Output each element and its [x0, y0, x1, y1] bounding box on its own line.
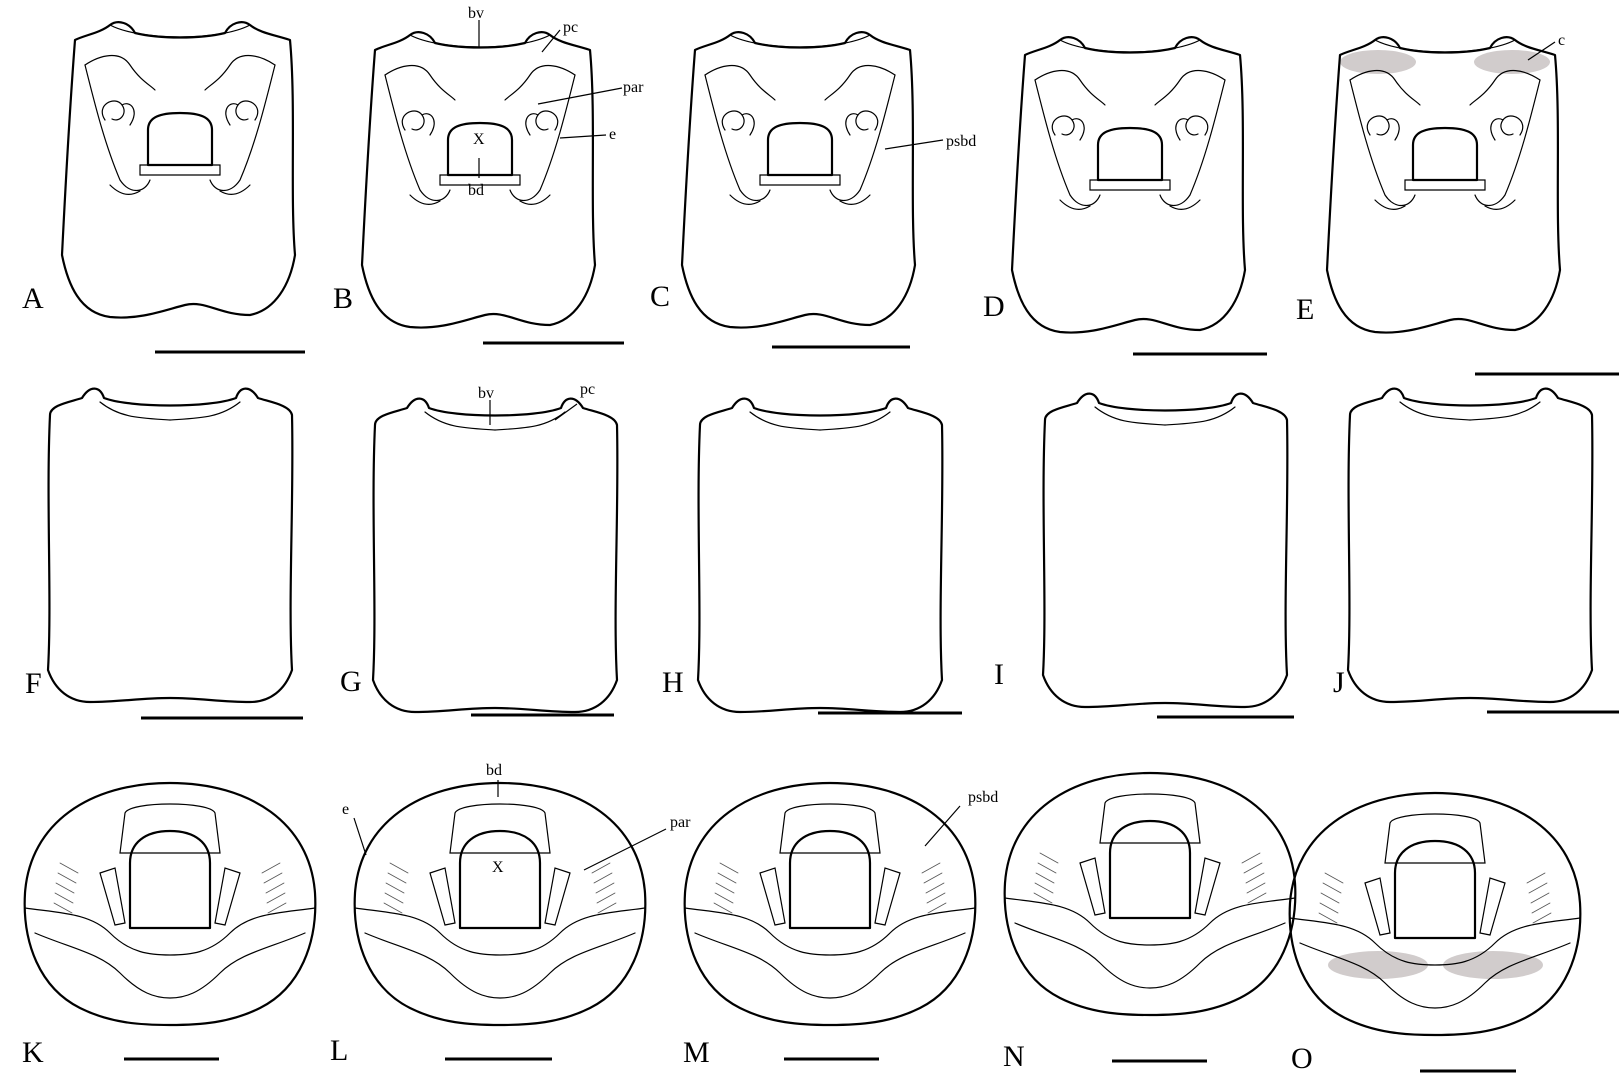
- panel-n-drawing: [1005, 773, 1296, 1015]
- panel-f-drawing: [48, 389, 292, 702]
- panel-o-drawing: [1290, 793, 1581, 1035]
- panel-letter-i: I: [994, 658, 1004, 691]
- panel-letter-m: M: [683, 1036, 710, 1069]
- label-b-par: par: [623, 79, 644, 96]
- label-b-bd: bd: [468, 182, 484, 199]
- label-b-pc: pc: [563, 19, 578, 36]
- label-b-bv: bv: [468, 5, 484, 22]
- label-c-psbd: psbd: [946, 133, 976, 150]
- panel-letter-b: B: [333, 282, 353, 315]
- panel-c-drawing: [682, 32, 915, 327]
- label-b-e: e: [609, 126, 616, 143]
- panel-a-drawing: [62, 22, 295, 317]
- panel-d-drawing: [1012, 37, 1245, 332]
- panel-letter-a: A: [22, 282, 44, 315]
- panel-letter-k: K: [22, 1036, 44, 1069]
- label-g-bv: bv: [478, 385, 494, 402]
- panel-k-drawing: [25, 783, 316, 1025]
- panel-g-drawing: [373, 399, 617, 712]
- label-m-psbd: psbd: [968, 789, 998, 806]
- panel-letter-n: N: [1003, 1040, 1025, 1073]
- panel-letter-j: J: [1333, 666, 1345, 699]
- label-e-c: c: [1558, 32, 1565, 49]
- panel-m-drawing: [685, 783, 976, 1025]
- panel-b-drawing: [362, 32, 595, 327]
- label-l-x: X: [492, 859, 504, 876]
- panel-j-drawing: [1348, 389, 1592, 702]
- panel-letter-e: E: [1296, 293, 1314, 326]
- panel-i-drawing: [1043, 394, 1287, 707]
- panel-letter-f: F: [25, 667, 42, 700]
- panel-e-drawing: [1327, 37, 1560, 332]
- label-l-bd: bd: [486, 762, 502, 779]
- panel-letter-c: C: [650, 280, 670, 313]
- label-b-x: X: [473, 131, 485, 148]
- panel-letter-o: O: [1291, 1042, 1313, 1075]
- panel-letter-d: D: [983, 290, 1005, 323]
- panel-letter-h: H: [662, 666, 684, 699]
- panel-h-drawing: [698, 399, 942, 712]
- label-g-pc: pc: [580, 381, 595, 398]
- panel-letter-l: L: [330, 1034, 348, 1067]
- panel-l-drawing: [355, 783, 646, 1025]
- panel-letter-g: G: [340, 665, 362, 698]
- label-l-par: par: [670, 814, 691, 831]
- label-l-e: e: [342, 801, 349, 818]
